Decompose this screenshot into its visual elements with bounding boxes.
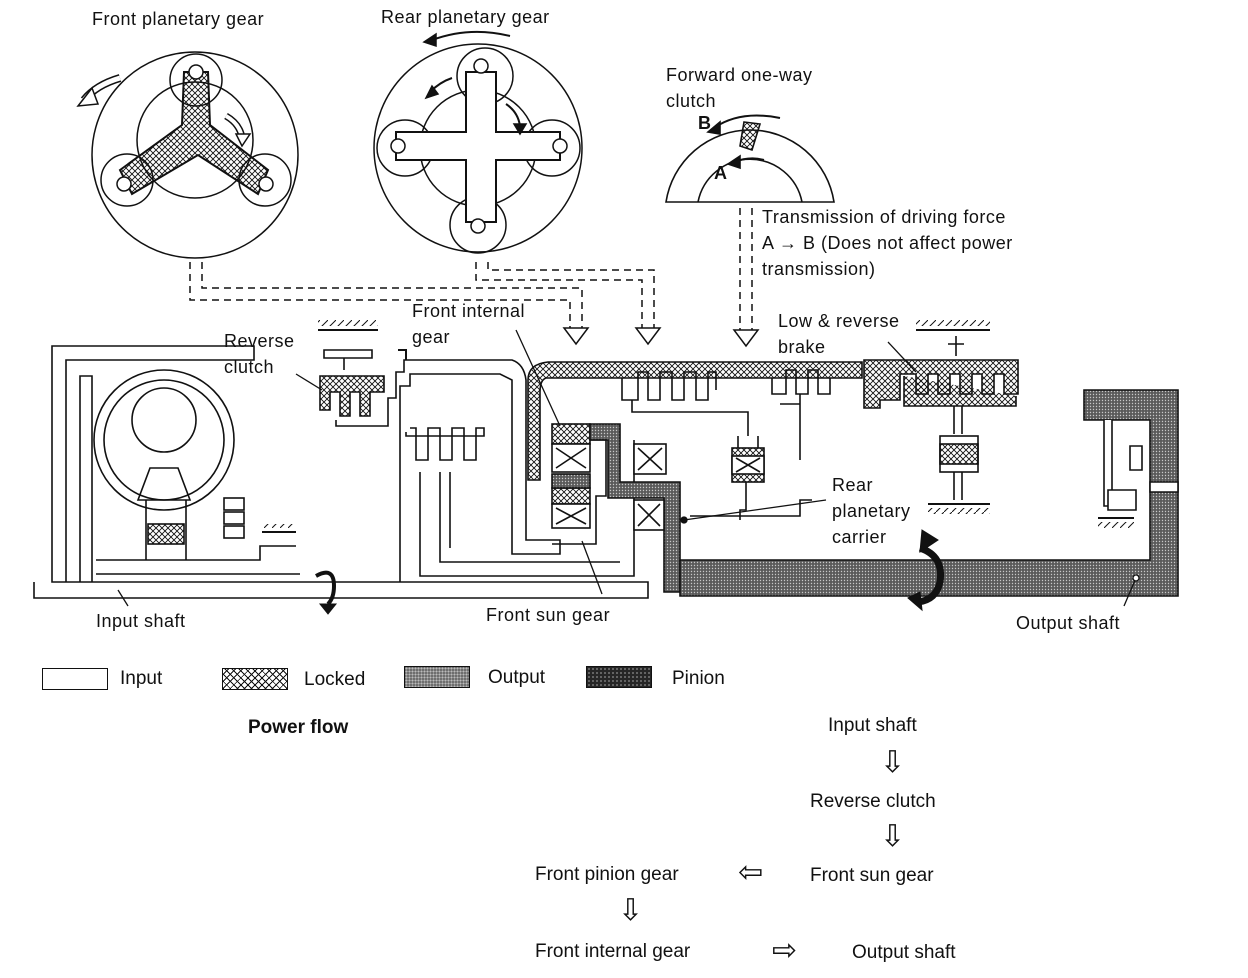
flow-step-front-sun-gear: Front sun gear [810,865,934,886]
reverse-clutch-label: Reverse clutch [224,331,295,377]
flow-step-reverse-clutch: Reverse clutch [810,791,936,812]
flow-step-front-internal-gear: Front internal gear [535,941,691,962]
legend-swatch-pinion [586,666,652,688]
legend-label-output: Output [488,667,546,688]
low-reverse-brake-label: Low & reverse brake [778,311,900,357]
torque-converter-housing [33,345,649,599]
legend-swatch-output [404,666,470,688]
point-a-label: A [714,163,728,183]
right-arrow-icon: ⇨ [772,933,798,968]
forward-one-way-clutch-drawing [665,114,835,203]
rear-planetary-gear-label: Rear planetary gear [381,7,550,27]
dashed-connectors [189,208,753,330]
legend-label-input: Input [120,668,163,689]
front-planetary-gear-label: Front planetary gear [92,9,265,29]
legend-swatch-locked [222,668,288,690]
output-shaft-drawing [679,389,1179,597]
front-sun-gear-label: Front sun gear [486,605,611,625]
legend-label-pinion: Pinion [672,668,725,689]
front-internal-gear-label: Front internal gear [412,301,526,347]
down-arrow-icon: ⇩ [618,893,644,928]
input-shaft-label: Input shaft [96,611,186,631]
front-planetary-unit [527,361,863,593]
down-arrow-icon: ⇩ [880,819,906,854]
forward-one-way-clutch-label: Forward one-way clutch [666,65,813,111]
legend-label-locked: Locked [304,669,366,690]
dashed-arrowheads [562,327,760,348]
power-flow-title: Power flow [248,717,349,738]
rear-planetary-gear-drawing [373,30,583,254]
down-arrow-icon: ⇩ [880,745,906,780]
front-planetary-gear-drawing [76,51,299,259]
point-b-label: B [698,113,712,133]
rear-clutch-assembly [621,369,831,520]
flow-step-output-shaft: Output shaft [852,942,956,963]
left-arrow-icon: ⇦ [738,855,764,890]
rotation-arrows [315,529,945,615]
flow-step-front-pinion-gear: Front pinion gear [535,864,679,885]
low-reverse-brake-drawing [863,320,1019,514]
flow-step-input-shaft: Input shaft [828,715,917,736]
transmission-note-label: Transmission of driving force A → B (Doe… [762,207,1013,279]
leader-lines [117,329,1140,607]
output-shaft-label: Output shaft [1016,613,1121,633]
legend-swatch-input [42,668,108,690]
clutch-drums [318,320,635,582]
rear-planetary-carrier-label: Rear planetary carrier [832,475,911,547]
